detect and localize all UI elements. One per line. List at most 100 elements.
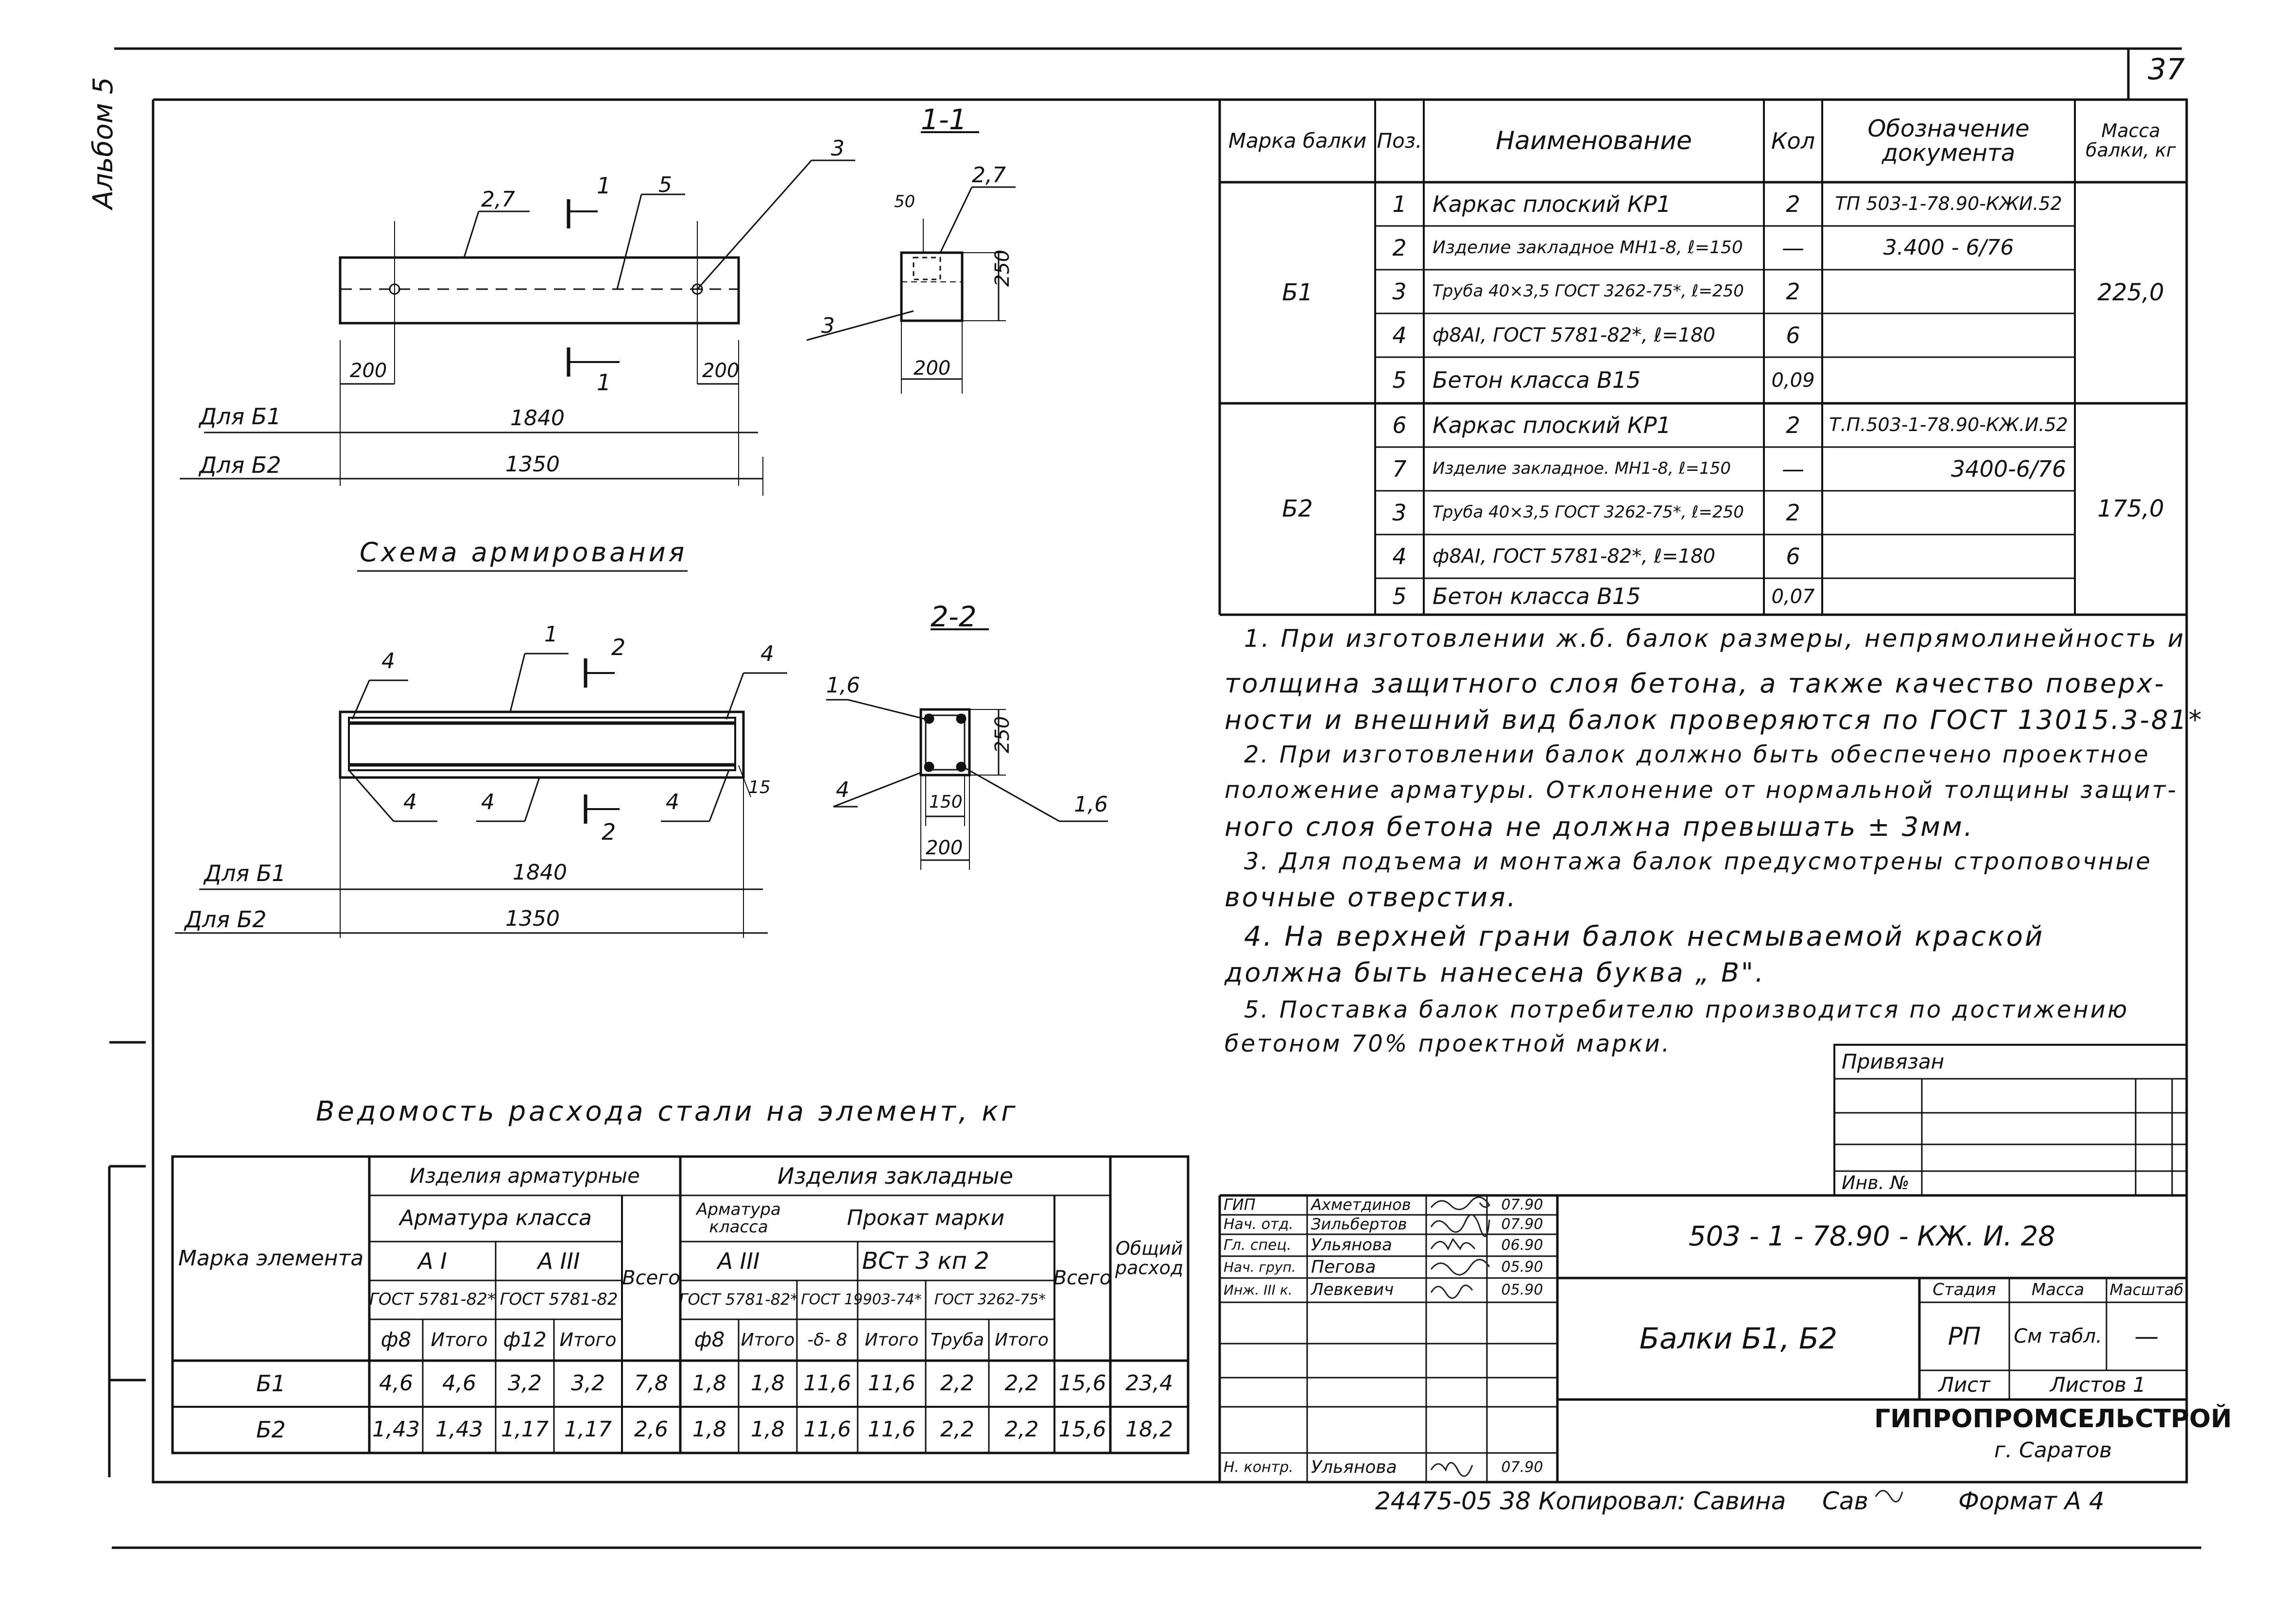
callout-4-section: 4 (836, 778, 849, 802)
spec-b1-doc-2: 3.400 - 6/76 (1883, 235, 2014, 260)
callout-1: 1 (544, 622, 558, 647)
spec-b2-doc-1: Т.П.503-1-78.90-КЖ.И.52 (1829, 414, 2068, 436)
spec-b1-pos-2: 2 (1392, 234, 1407, 261)
steel-header-gost5781-c: ГОСТ 5781-82* (679, 1290, 798, 1309)
note-line-3: ности и внешний вид балок проверяются по… (1225, 705, 2204, 735)
steel-header-arm-class-2: Арматура класса (696, 1199, 781, 1237)
callout-1-6-right: 1,6 (1074, 792, 1108, 817)
spec-b1-pos-4: 4 (1392, 322, 1407, 348)
label-for-b1-bottom: Для Б1 (204, 860, 286, 886)
spec-b2-doc-2: 3400-6/76 (1951, 455, 2066, 482)
steel-table-title: Ведомость расхода стали на элемент, кг (316, 1096, 1019, 1127)
nkontr-name: Ульянова (1311, 1457, 1397, 1478)
steel-row-b2-v9: 2,2 (940, 1417, 974, 1442)
steel-header-mark: Марка элемента (178, 1245, 364, 1271)
staff-date-1: 07.90 (1501, 1196, 1543, 1214)
steel-row-b1-v7: 11,6 (803, 1371, 851, 1396)
steel-row-b2-v5: 1,8 (692, 1417, 726, 1442)
steel-header-reinf: Изделия арматурные (410, 1163, 640, 1188)
spec-b2-qty-3: 2 (1786, 499, 1800, 526)
steel-header-itogo-5: Итого (995, 1330, 1049, 1350)
spec-b2-pos-4: 4 (1392, 543, 1407, 570)
steel-row-b2-v12: 18,2 (1125, 1417, 1173, 1442)
steel-row-b1-v2: 3,2 (508, 1371, 542, 1396)
organization-name: ГИПРОПРОМСЕЛЬСТРОЙ (1874, 1404, 2232, 1434)
spec-b1-qty-3: 2 (1786, 278, 1800, 305)
spec-mark-b1: Б1 (1282, 279, 1313, 307)
steel-header-gost5781-a: ГОСТ 5781-82* (369, 1290, 496, 1310)
spec-mark-b2: Б2 (1282, 495, 1313, 523)
steel-row-b2-v11: 15,6 (1058, 1417, 1106, 1442)
callout-4-c: 4 (403, 790, 417, 814)
steel-row-b2-v1: 1,43 (435, 1417, 483, 1442)
staff-date-2: 07.90 (1501, 1216, 1543, 1233)
label-for-b1-top: Для Б1 (199, 403, 281, 430)
spec-header-pos: Поз. (1377, 128, 1422, 153)
staff-role-3: Гл. спец. (1224, 1236, 1292, 1254)
cut-mark-2-bottom: 2 (602, 819, 616, 845)
spec-b2-qty-4: 6 (1786, 543, 1800, 570)
note-line-12: бетоном 70% проектной марки. (1225, 1030, 1672, 1057)
section-1-1-title: 1-1 (921, 103, 967, 136)
steel-row-b1-v11: 15,6 (1058, 1371, 1106, 1396)
callout-4-d: 4 (481, 790, 495, 814)
scale-value: — (2134, 1322, 2159, 1350)
dim-15: 15 (748, 778, 771, 797)
note-line-2: толщина защитного слоя бетона, а также к… (1225, 668, 2166, 699)
steel-row-b2-v0: 1,43 (372, 1417, 420, 1442)
steel-row-b2-v7: 11,6 (803, 1417, 851, 1442)
spec-b2-qty-5: 0,07 (1771, 585, 1815, 608)
steel-header-embed: Изделия закладные (777, 1162, 1014, 1189)
staff-role-1: ГИП (1224, 1195, 1256, 1214)
spec-b2-name-2: Изделие закладное. МН1-8, ℓ=150 (1433, 459, 1731, 479)
callout-1-6-left: 1,6 (826, 673, 860, 698)
cut-mark-2-top: 2 (611, 634, 626, 660)
staff-name-4: Пегова (1311, 1257, 1376, 1277)
staff-name-3: Ульянова (1311, 1235, 1392, 1255)
steel-header-itogo-3: Итого (741, 1330, 795, 1350)
steel-row-b1-v8: 11,6 (868, 1371, 915, 1396)
mass-value: См табл. (2014, 1325, 2102, 1348)
spec-b1-pos-3: 3 (1392, 278, 1407, 305)
note-line-11: 5. Поставка балок потребителю производит… (1244, 996, 2129, 1023)
staff-date-5: 05.90 (1501, 1281, 1543, 1299)
staff-name-1: Ахметдинов (1311, 1195, 1411, 1214)
steel-header-total: Общий расход (1115, 1238, 1184, 1279)
steel-header-arm-class: Арматура класса (399, 1206, 592, 1231)
steel-header-f8b: ф8 (694, 1328, 725, 1352)
note-line-6: ного слоя бетона не должна превышать ± 3… (1225, 812, 1974, 842)
steel-row-b1-v6: 1,8 (751, 1371, 785, 1396)
spec-b2-qty-1: 2 (1786, 412, 1800, 438)
steel-row-b1-v4: 7,8 (634, 1371, 668, 1396)
scale-header: Масштаб (2109, 1280, 2184, 1299)
sheet-label: Лист (1938, 1372, 1990, 1397)
nkontr-date: 07.90 (1501, 1459, 1543, 1476)
steel-header-f12: ф12 (503, 1328, 547, 1352)
staff-role-5: Инж. III к. (1224, 1282, 1293, 1298)
steel-header-f8: ф8 (380, 1328, 412, 1352)
drawing-title: Балки Б1, Б2 (1639, 1321, 1838, 1356)
spec-b2-qty-2: — (1782, 455, 1804, 482)
staff-role-4: Нач. груп. (1224, 1259, 1296, 1275)
spec-header-mass: Масса балки, кг (2086, 120, 2176, 161)
steel-row-b1-v5: 1,8 (692, 1371, 726, 1396)
staff-role-2: Нач. отд. (1224, 1216, 1294, 1233)
steel-header-truba: Труба (930, 1330, 984, 1350)
steel-row-b1-mark: Б1 (256, 1370, 286, 1397)
dim-200-section-2: 200 (926, 837, 963, 859)
steel-header-gost19903: ГОСТ 19903-74* (801, 1291, 922, 1309)
spec-b1-qty-4: 6 (1786, 322, 1800, 348)
staff-name-5: Левкевич (1311, 1280, 1394, 1300)
spec-b1-name-5: Бетон класса В15 (1433, 367, 1641, 394)
steel-header-vsego-2: Всего (1053, 1267, 1112, 1289)
spec-b2-name-5: Бетон класса В15 (1433, 583, 1641, 610)
callout-5: 5 (658, 173, 672, 197)
copy-info: 24475-05 38 Копировал: Савина (1375, 1487, 1786, 1515)
steel-row-b2-v3: 1,17 (564, 1417, 612, 1442)
copyist-initials: Сав (1822, 1487, 1869, 1515)
spec-b1-name-1: Каркас плоский КР1 (1433, 190, 1671, 217)
note-line-5: положение арматуры. Отклонение от нормал… (1225, 777, 2178, 804)
steel-row-b1-v12: 23,4 (1125, 1371, 1173, 1396)
